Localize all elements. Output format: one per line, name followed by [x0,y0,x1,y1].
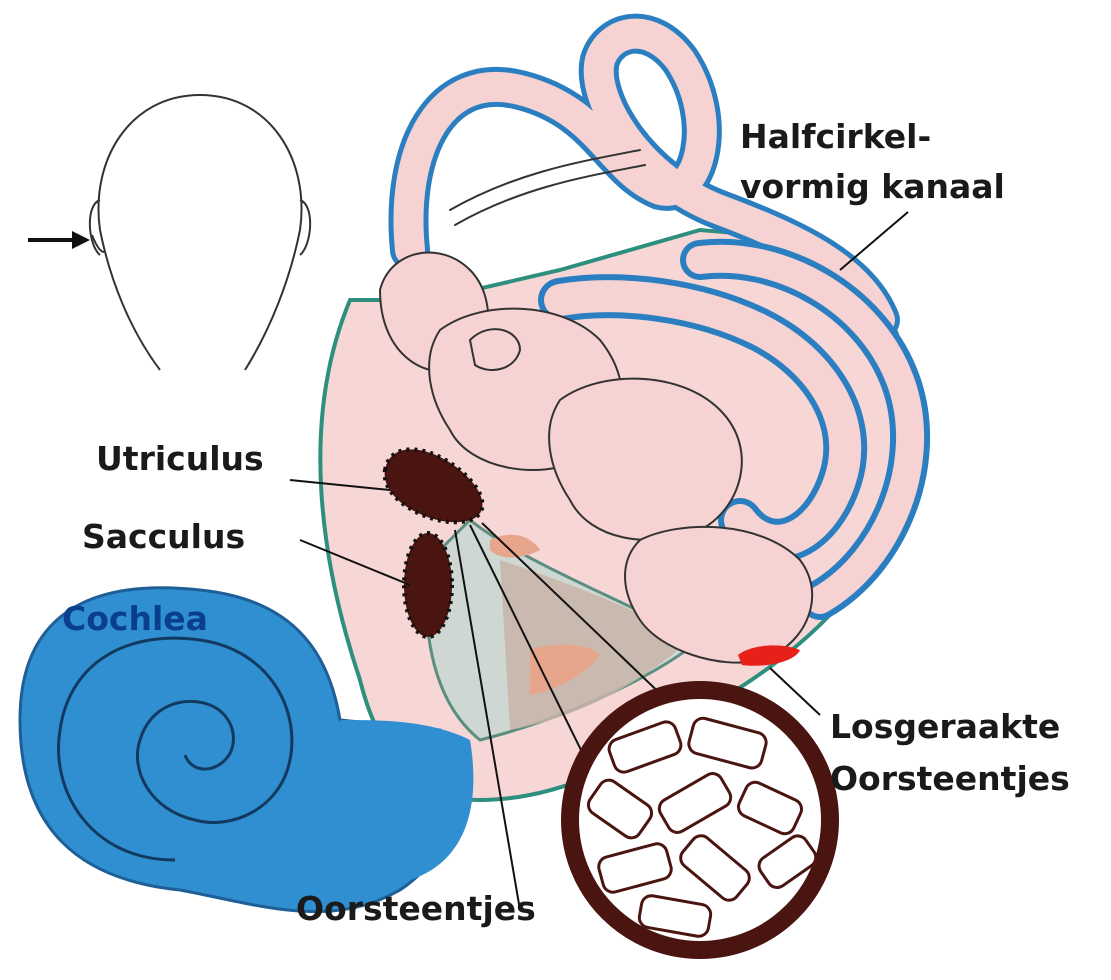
label-losgeraakte-line1: Losgeraakte [830,708,1060,746]
label-oorsteentjes: Oorsteentjes [296,890,536,928]
label-sacculus: Sacculus [82,518,245,556]
label-losgeraakte-line2: Oorsteentjes [830,760,1070,798]
label-halfcirkel-line1: Halfcirkel- [740,118,931,156]
sacculus-macula [404,533,452,637]
label-halfcirkel-line2: vormig kanaal [740,168,1005,206]
label-utriculus: Utriculus [96,440,264,478]
otoconia-magnified-circle [570,690,830,950]
label-cochlea: Cochlea [62,600,208,638]
arrow-right-icon [28,231,90,249]
head-outline-icon [90,95,310,370]
